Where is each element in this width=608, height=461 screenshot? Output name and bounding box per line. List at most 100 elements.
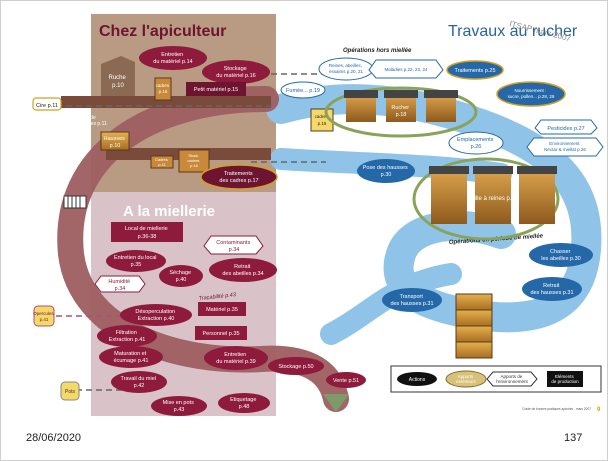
node-traitements-cadres: Traitements des cadres p.17 <box>200 164 278 190</box>
miellerie-title: A la miellerie <box>123 203 215 220</box>
legend-apports-environnement: Apports de l'environnement <box>496 374 528 384</box>
chasser-abeilles-line1: Chasser <box>550 249 571 255</box>
miellee-hives: Grille à reines p.30 <box>412 157 560 241</box>
legend-apports-exterieurs: Apports extérieurs <box>456 374 477 384</box>
petit-materiel-label: Petit matériel p.15 <box>194 87 238 93</box>
node-entretien-materiel: Entretien du matériel p.14 <box>139 46 207 70</box>
node-contaminants: Contaminants p.34 <box>203 235 264 255</box>
contaminants-line2: p.34 <box>229 247 240 253</box>
stacked-supers <box>455 293 493 359</box>
nourrissement-line1: Nourrissement : <box>514 88 546 93</box>
rucher-18-line2: p.18 <box>396 112 407 118</box>
transport-hausses-line1: Transport <box>400 294 424 300</box>
node-etiquetage: Etiquetage p.48 <box>218 393 270 413</box>
node-pesticides: Pesticides p.27 <box>534 119 598 135</box>
stockage-materiel-line2: du matériel p.16 <box>216 73 255 79</box>
node-retrait-abeilles: Retrait des abeilles p.34 <box>209 258 277 282</box>
node-local-miellerie: Local de miellerie p.36-38 <box>111 222 183 242</box>
traitements-cadres-label: Traitements des cadres p.17 <box>219 171 258 184</box>
frame-racks-icon <box>63 195 87 209</box>
emplacements-label: Emplacements p.26 <box>457 137 495 150</box>
ruche-label: Ruche p.10 <box>108 75 127 89</box>
local-miellerie-label: Local de miellerie p.36-38 <box>125 226 169 240</box>
reines-label: Reines, abeilles, essaims p.20, 21 <box>329 63 364 74</box>
maturation-line2: écumage p.41 <box>114 358 149 364</box>
cadres-11-label: Cadres p.11 <box>155 157 169 167</box>
legend-elements-production-line1: Eléments <box>555 374 575 379</box>
travail-miel-line1: Travail du miel <box>120 376 156 382</box>
vente-label: Vente p.51 <box>333 378 359 384</box>
footer-date: 28/06/2020 <box>26 432 82 444</box>
retrait-hausses-31-line1: Retrait <box>543 283 560 289</box>
cadres-rucher-line1: cadres <box>315 114 329 119</box>
node-ruche: Ruche p.10 <box>101 56 135 96</box>
legend-actions: Actions <box>409 377 426 383</box>
mise-en-pots-label: Mise en pots p.43 <box>163 400 196 413</box>
cadres-11-line2: p.11 <box>158 162 166 167</box>
cadres-rucher-label: cadres p.15 <box>315 114 330 126</box>
pots-label: Pots <box>65 389 76 395</box>
node-retrait-hausses-31: Retrait des hausses p.31 <box>522 277 582 301</box>
node-maturation: Maturation et écumage p.41 <box>99 346 163 368</box>
node-desoperculation: Désoperculation Extraction p.40 <box>120 304 192 326</box>
mise-en-pots-line2: p.43 <box>174 407 185 413</box>
node-entretien-local: Entretien du local p.35 <box>106 250 166 272</box>
fils-cadres-line1: Fils de <box>81 115 96 121</box>
desoperculation-label: Désoperculation Extraction p.40 <box>135 309 176 322</box>
node-travail-miel: Travail du miel p.42 <box>111 371 167 393</box>
node-hausses: Hausses p.10 <box>100 131 130 151</box>
entretien-materiel-39-label: Entretien du matériel p.39 <box>216 352 255 365</box>
reines-line1: Reines, abeilles, <box>329 63 362 68</box>
environnement-line1: Environnement <box>549 141 580 146</box>
local-miellerie-line2: p.36-38 <box>138 234 157 240</box>
sechage-label: Séchage p.40 <box>169 270 192 283</box>
desoperculation-line1: Désoperculation <box>135 309 175 315</box>
legend-apports-exterieurs-line1: Apports <box>458 374 474 379</box>
legend-apports-exterieurs-line2: extérieurs <box>456 379 477 384</box>
fils-cadres-label: Fils de cadres p.11 <box>81 115 107 127</box>
node-materiel-35: Matériel p.35 <box>198 302 246 316</box>
hausses-label: Hausses p.10 <box>104 136 127 149</box>
nourrissement-line2: sucre, pollen... p.28, 29 <box>508 94 555 99</box>
stockage-50-label: Stockage p.50 <box>278 364 313 370</box>
legend-elements-production: Eléments de production <box>551 374 579 384</box>
node-chasser-abeilles: Chasser les abeilles p.30 <box>529 243 593 267</box>
node-cadres-11: Cadres p.11 <box>150 155 174 169</box>
fils-cadres-line2: cadres p.11 <box>81 121 107 127</box>
node-opercules: Opercules p.41 <box>33 305 55 327</box>
node-cadres-15: cadres p.15 <box>154 77 172 101</box>
environnement-line2: Nectar & miellat p.26 <box>544 147 586 152</box>
environnement-label: Environnement Nectar & miellat p.26 <box>544 141 586 152</box>
node-stock-cadres: Stock cadres p.16 <box>178 149 210 173</box>
traitements-25-label: Traitements p.25 <box>454 68 495 74</box>
contaminants-label: Contaminants p.34 <box>216 240 251 253</box>
retrait-abeilles-line1: Retrait <box>234 264 251 270</box>
contaminants-line1: Contaminants <box>216 240 250 246</box>
opercules-line1: Opercules <box>33 311 54 316</box>
cadres-15-label: cadres p.15 <box>156 83 171 94</box>
reines-line2: essaims p.20, 21 <box>329 69 364 74</box>
cadres-11-line1: Cadres <box>155 157 168 162</box>
grille-reines-label: Grille à reines p.30 <box>468 196 519 202</box>
opercules-label: Opercules p.41 <box>33 311 55 322</box>
retrait-abeilles-line2: des abeilles p.34 <box>222 271 263 277</box>
node-transport-hausses: Transport des hausses p.31 <box>382 288 442 312</box>
apiculteur-title: Chez l'apiculteur <box>99 23 226 40</box>
emplacements-line2: p.26 <box>471 144 482 150</box>
legend-elements-production-line2: de production <box>551 379 579 384</box>
humidite-line1: Humidité <box>108 279 130 285</box>
chasser-abeilles-label: Chasser les abeilles p.30 <box>541 249 580 262</box>
node-maladies: Maladies p.22, 23, 24 <box>368 59 444 79</box>
source-page-mark: 9 <box>597 407 601 413</box>
stock-cadres-line2: cadres <box>187 158 199 163</box>
node-petit-materiel: Petit matériel p.15 <box>186 82 246 96</box>
traitements-cadres-line1: Traitements <box>224 171 253 177</box>
entretien-materiel-label: Entretien du matériel p.14 <box>153 52 192 65</box>
filtration-label: Filtration Extraction p.41 <box>109 330 146 343</box>
node-filtration: Filtration Extraction p.41 <box>97 325 157 347</box>
maturation-label: Maturation et écumage p.41 <box>114 351 149 364</box>
tracabilite-label: Traçabilité p.43 <box>199 292 238 302</box>
node-fumee: Fumée... p.19 <box>280 81 326 99</box>
cadres-15-line1: cadres <box>156 83 170 88</box>
filtration-line1: Filtration <box>116 330 137 336</box>
